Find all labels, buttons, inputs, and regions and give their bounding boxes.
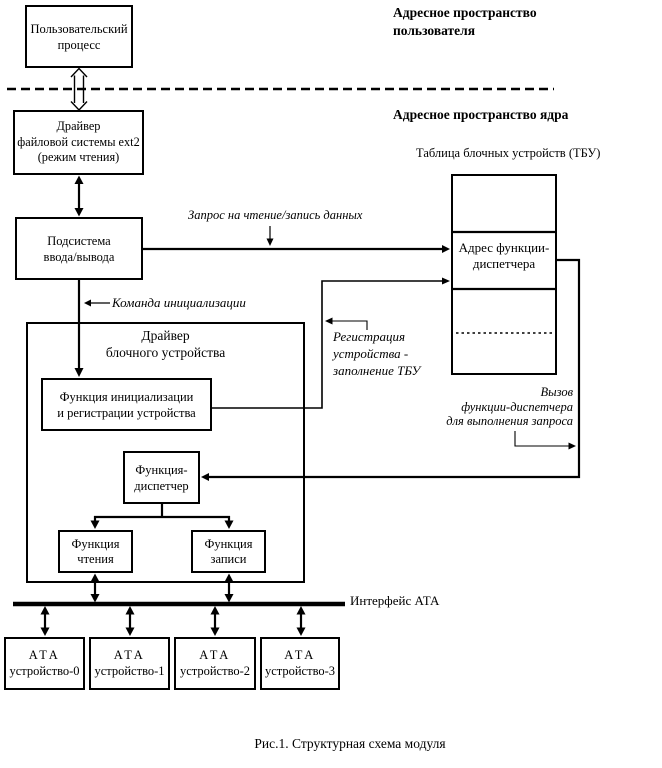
init-command-callout-arrow [84, 299, 110, 307]
dispatcher-function-box: Функция- диспетчер [123, 451, 200, 504]
ata-device-double-arrows [40, 606, 306, 636]
dispatcher-address-cell: Адрес функции- диспетчера [458, 240, 550, 271]
dispatcher-split-arrows [90, 504, 234, 529]
dispatcher-call-annotation: Вызов функции-диспетчера для выполнения … [446, 385, 573, 428]
ata-device-2-box: АТА устройство-2 [174, 637, 256, 690]
user-address-space-label: Адресное пространство пользователя [393, 5, 537, 38]
block-driver-title: Драйвер блочного устройства [105, 328, 226, 360]
ext2-io-double-arrow [74, 175, 84, 217]
figure-caption: Рис.1. Структурная схема модуля [254, 736, 446, 751]
registration-annotation: Регистрация устройства - заполнение ТБУ [333, 329, 421, 378]
init-command-annotation: Команда инициализации [112, 295, 246, 310]
user-process-label: Пользовательский [30, 21, 128, 36]
request-callout-arrow [266, 226, 274, 246]
request-annotation: Запрос на чтение/запись данных [188, 208, 363, 222]
dispatcher-call-line-arrow [201, 258, 581, 481]
user-ext2-double-arrow [70, 67, 88, 112]
ata-device-1-box: АТА устройство-1 [89, 637, 170, 690]
read-function-box: Функция чтения [58, 530, 133, 573]
io-subsystem-box: Подсистема ввода/вывода [15, 217, 143, 280]
registration-line-arrow [212, 277, 450, 409]
user-process-box: Пользовательский процесс [25, 5, 133, 68]
registration-callout-arrow [325, 317, 368, 330]
ext2-driver-box: Драйвер файловой системы ext2 (режим чте… [13, 110, 144, 175]
ata-device-0-box: АТА устройство-0 [4, 637, 85, 690]
ata-device-3-box: АТА устройство-3 [260, 637, 340, 690]
request-line-arrow [143, 245, 450, 253]
tbu-table-row-lines [451, 230, 557, 334]
write-function-box: Функция записи [191, 530, 266, 573]
tbu-table-title: Таблица блочных устройств (ТБУ) [416, 146, 601, 160]
dispatcher-call-callout-arrow [514, 431, 576, 450]
io-init-arrow [74, 280, 84, 377]
tbu-table [451, 174, 557, 375]
block-driver-box [26, 322, 305, 583]
ata-interface-label: Интерфейс АТА [350, 593, 440, 608]
kernel-address-space-label: Адресное пространство ядра [393, 107, 569, 122]
init-function-box: Функция инициализации и регистрации устр… [41, 378, 212, 431]
